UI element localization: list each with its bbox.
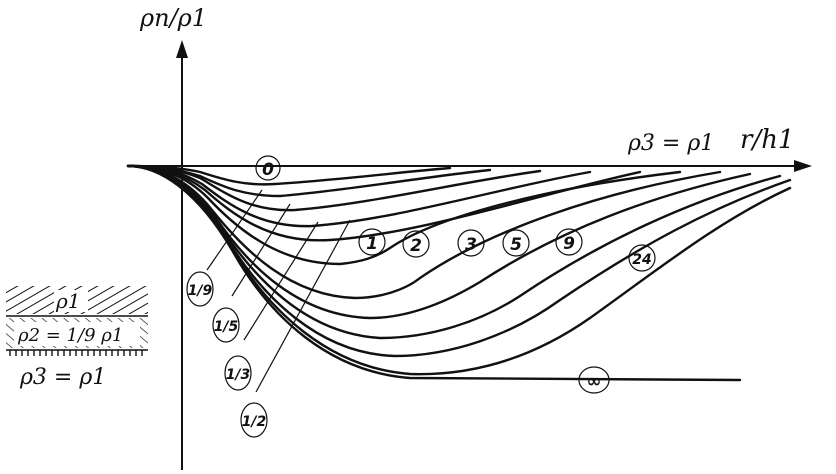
svg-text:3: 3 <box>465 235 477 255</box>
label-0: 0 <box>255 155 281 181</box>
svg-text:5: 5 <box>510 235 522 255</box>
layer1-label-bg <box>54 290 88 312</box>
leader-1-5 <box>231 203 291 297</box>
leader-1-2 <box>255 219 351 393</box>
curve-3 <box>126 164 752 320</box>
curve-labels: 0 1/9 1/5 1/3 1/2 1 2 3 <box>186 155 656 438</box>
curve-1 <box>126 164 682 266</box>
svg-text:1/9: 1/9 <box>188 283 213 299</box>
curve-1-2 <box>126 164 642 242</box>
x-axis-arrowhead <box>794 160 812 172</box>
curve-0 <box>126 164 452 186</box>
label-2: 2 <box>402 230 430 258</box>
label-1-2: 1/2 <box>240 402 268 438</box>
layer-legend: ρ1 ρ2 = 1/9 ρ1 ρ3 = ρ1 <box>6 286 148 390</box>
curve-2 <box>126 164 722 300</box>
label-1-9: 1/9 <box>186 271 214 307</box>
leader-1-3 <box>243 221 319 341</box>
layer3-label: ρ3 = ρ1 <box>19 365 106 390</box>
label-infinity: ∞ <box>578 366 610 394</box>
svg-text:1/5: 1/5 <box>214 319 239 335</box>
label-3: 3 <box>457 229 485 257</box>
layer2-label: ρ2 = 1/9 ρ1 <box>17 325 123 346</box>
svg-text:1: 1 <box>366 234 378 254</box>
svg-text:∞: ∞ <box>587 371 602 392</box>
curve-24 <box>126 164 792 376</box>
label-9: 9 <box>555 228 583 256</box>
svg-text:9: 9 <box>563 234 575 254</box>
label-24: 24 <box>628 244 656 272</box>
label-1-3: 1/3 <box>224 355 252 391</box>
layer2-label-bg <box>14 322 140 346</box>
svg-text:24: 24 <box>632 252 651 268</box>
curve-1-5 <box>126 164 542 212</box>
svg-text:1/2: 1/2 <box>242 414 267 430</box>
basement-ticks <box>9 350 143 356</box>
leader-lines <box>206 189 351 393</box>
layer1-label: ρ1 <box>55 289 80 313</box>
leader-1-9 <box>206 189 263 271</box>
label-1-5: 1/5 <box>212 307 240 343</box>
curve-1-3 <box>126 164 592 228</box>
axes <box>128 40 812 470</box>
x-axis-label: r/h1 <box>740 125 794 155</box>
svg-text:2: 2 <box>410 236 422 256</box>
svg-text:0: 0 <box>262 160 274 180</box>
baseline-label: ρ3 = ρ1 <box>627 131 714 156</box>
curve-family <box>126 164 792 382</box>
label-1: 1 <box>358 228 386 256</box>
svg-text:1/3: 1/3 <box>226 367 251 383</box>
y-axis-label: ρn/ρ1 <box>139 4 207 32</box>
curve-infinity <box>126 164 742 382</box>
label-5: 5 <box>502 229 530 257</box>
y-axis-arrowhead <box>176 40 188 58</box>
